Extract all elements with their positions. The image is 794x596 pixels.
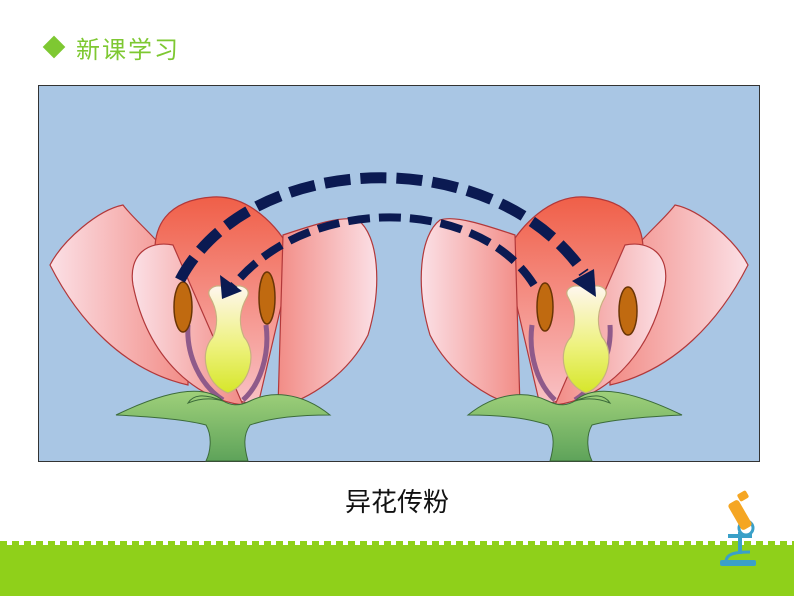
left-flower-anther — [173, 281, 193, 333]
arrowhead-right — [572, 269, 596, 297]
microscope-icon — [720, 490, 756, 566]
right-flower-filament — [528, 324, 557, 402]
diamond-bullet-icon — [42, 35, 66, 59]
right-flower-pistil — [562, 285, 610, 394]
figure-caption: 异花传粉 — [344, 488, 449, 518]
left-flower-pistil — [204, 285, 252, 394]
left-flower-sepals — [115, 390, 332, 462]
left-flower-filament — [185, 324, 225, 403]
pollen-arrow-right-to-left — [226, 213, 538, 293]
right-flower-left-petal — [420, 218, 521, 408]
left-flower-filament — [241, 324, 270, 402]
section-header: 新课学习 — [40, 30, 180, 64]
right-flower — [420, 196, 749, 462]
right-flower-anther — [618, 286, 638, 336]
cross-pollination-diagram — [38, 85, 760, 462]
footer-stripe — [0, 538, 794, 596]
left-flower-anther — [258, 271, 276, 325]
section-title: 新课学习 — [76, 35, 180, 64]
right-flower-anther — [536, 282, 554, 332]
left-flower — [49, 196, 378, 462]
right-flower-sepals — [466, 390, 683, 462]
pollen-arrow-left-to-right — [175, 172, 589, 283]
arrowhead-left — [220, 275, 242, 299]
pollen-transfer-arrows — [175, 172, 596, 299]
